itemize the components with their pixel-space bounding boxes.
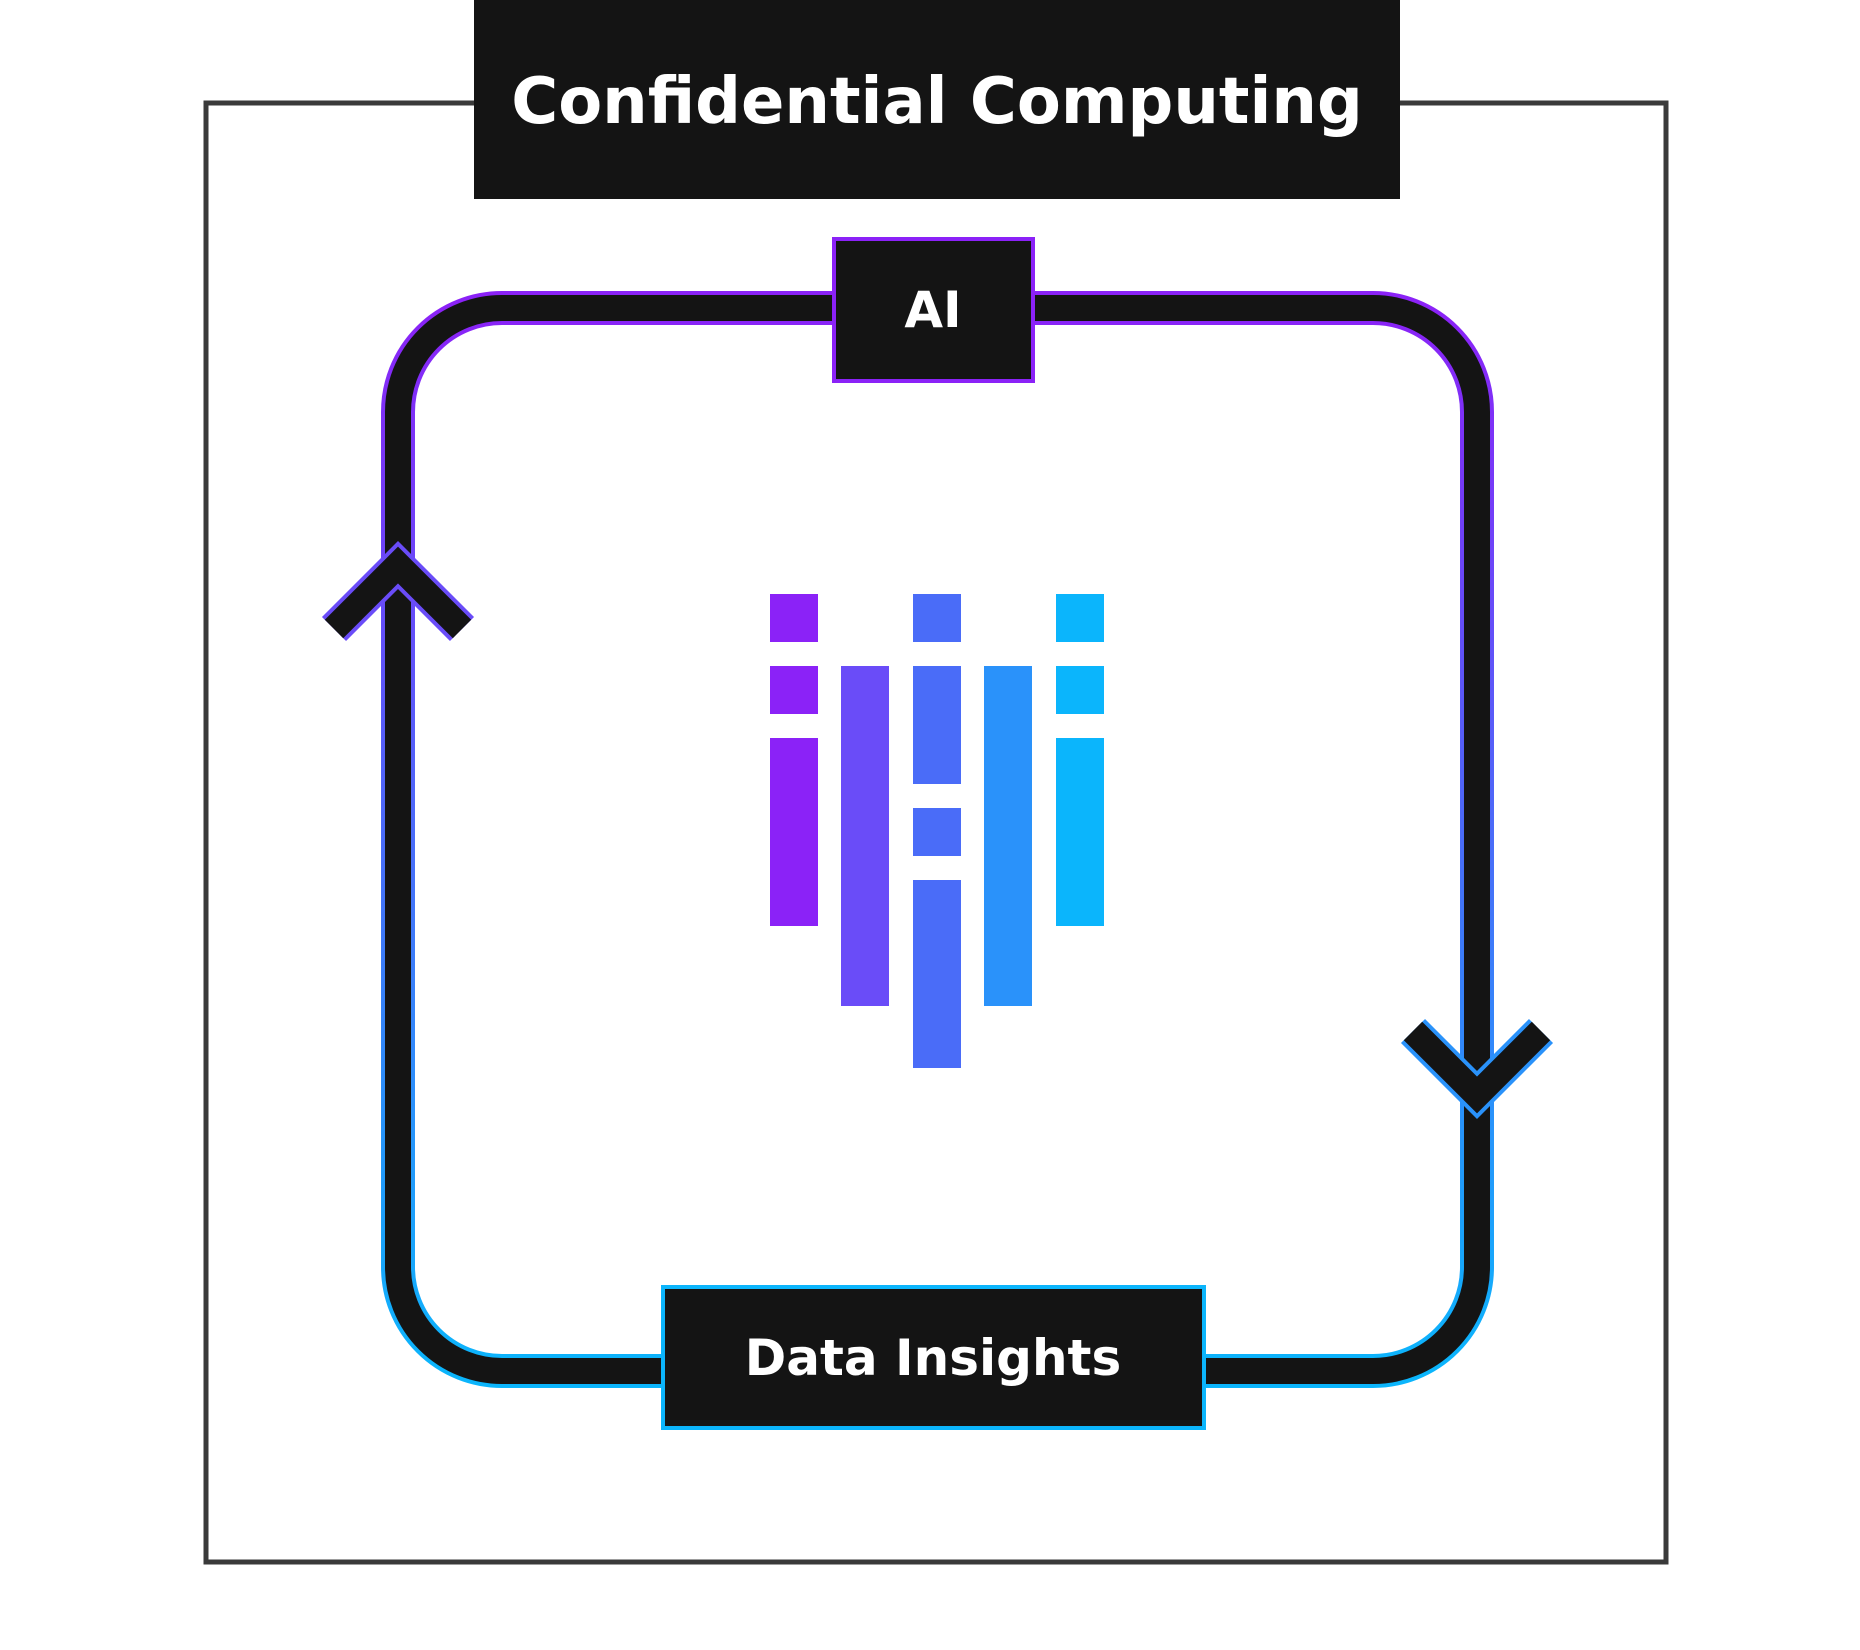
logo-bar — [841, 666, 889, 1006]
logo-bar — [1056, 738, 1104, 926]
arrow-up-icon — [321, 540, 475, 642]
logo-bar — [913, 808, 961, 856]
logo-bar — [770, 594, 818, 642]
title-box: Confidential Computing — [474, 0, 1400, 199]
logo-bar — [984, 666, 1032, 1006]
logo-bar — [913, 880, 961, 1068]
node-ai: AI — [832, 237, 1035, 383]
logo-bar — [913, 666, 961, 784]
node-ai-label: AI — [904, 281, 961, 339]
logo-bar — [770, 666, 818, 714]
logo-bar — [770, 738, 818, 926]
logo-bar — [913, 594, 961, 642]
node-data-insights-label: Data Insights — [745, 1329, 1121, 1387]
node-data-insights: Data Insights — [661, 1285, 1206, 1430]
arrow-down-icon — [1400, 1018, 1554, 1120]
logo-bar — [1056, 594, 1104, 642]
page-title: Confidential Computing — [511, 65, 1363, 139]
bar-logo-icon — [770, 594, 1104, 1068]
logo-bar — [1056, 666, 1104, 714]
